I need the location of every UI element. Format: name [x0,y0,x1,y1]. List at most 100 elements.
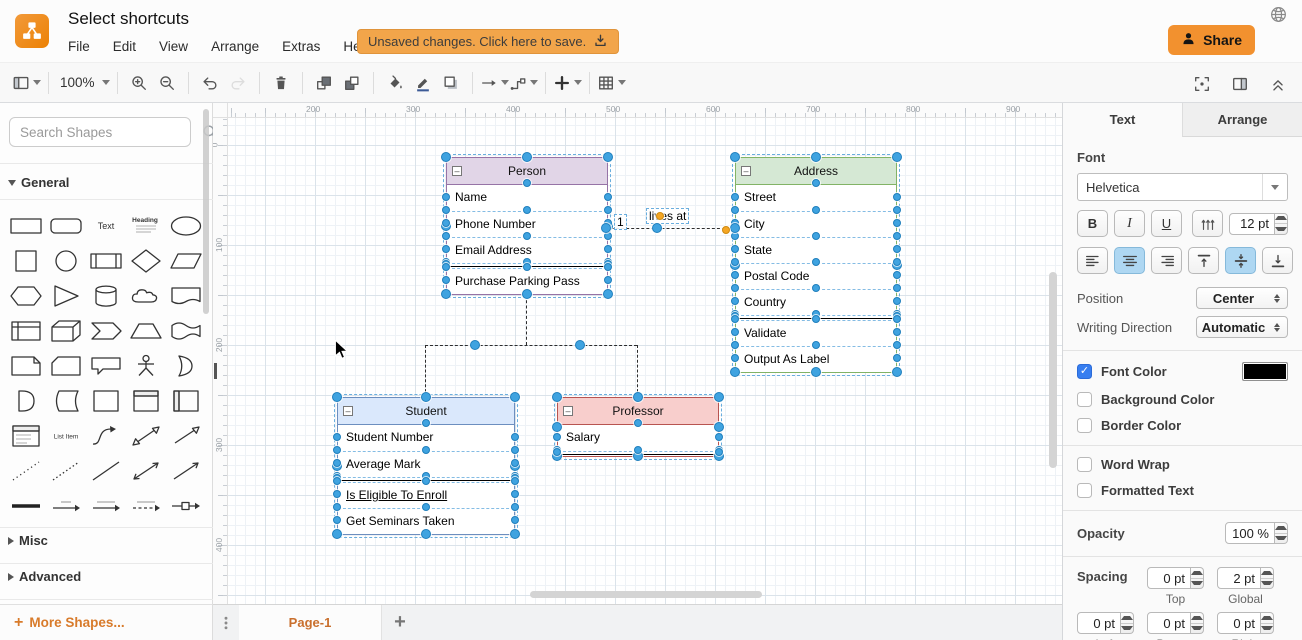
italic-button[interactable]: I [1114,210,1145,237]
spacing-stepper[interactable] [1191,612,1204,634]
selection-handle[interactable] [893,328,901,336]
border-color-checkbox[interactable] [1077,418,1092,433]
selection-handle[interactable] [333,446,341,454]
dashed-line-shape[interactable] [46,453,86,488]
opacity-stepper[interactable] [1275,522,1288,544]
selection-handle[interactable] [893,315,901,323]
selection-handle[interactable] [511,446,519,454]
selection-handle[interactable] [812,258,820,266]
spacing-stepper[interactable] [1121,612,1134,634]
selection-handle[interactable] [893,193,901,201]
selection-handle[interactable] [522,152,532,162]
selection-handle[interactable] [811,152,821,162]
link-shape[interactable] [6,488,46,523]
selection-handle[interactable] [553,433,561,441]
selection-handle[interactable] [731,245,739,253]
selection-handle[interactable] [633,392,643,402]
pages-menu-icon[interactable] [213,605,239,640]
selection-handle[interactable] [523,179,531,187]
selection-handle[interactable] [421,529,431,539]
dotted-line-shape[interactable] [6,453,46,488]
bidirectional-connector-shape[interactable] [126,453,166,488]
vertical-container-shape[interactable] [126,383,166,418]
insert-button[interactable] [553,68,582,98]
selection-handle[interactable] [552,421,562,432]
selection-handle[interactable] [442,219,450,227]
selection-handle[interactable] [441,152,451,162]
waypoints-button[interactable] [509,68,538,98]
selection-handle[interactable] [333,477,341,485]
arrow-label-2-shape[interactable] [86,488,126,523]
selection-handle[interactable] [634,419,642,427]
table-button[interactable] [597,68,626,98]
drawio-logo-icon[interactable] [15,14,49,48]
selection-handle[interactable] [421,392,431,402]
selection-handle[interactable] [422,419,430,427]
hexagon-shape[interactable] [6,278,46,313]
selection-handle[interactable] [893,206,901,214]
collapse-icon[interactable]: – [741,165,751,176]
selection-handle[interactable] [442,232,450,240]
trapezoid-shape[interactable] [126,313,166,348]
selection-handle[interactable] [893,219,901,227]
selection-handle[interactable] [893,245,901,253]
search-shapes-input[interactable] [10,124,201,140]
selection-handle[interactable] [523,206,531,214]
selection-handle[interactable] [731,328,739,336]
selection-handle[interactable] [604,276,612,284]
selection-handle[interactable] [892,152,902,162]
selection-handle[interactable] [522,289,532,299]
shadow-button[interactable] [437,68,465,98]
edge-segment[interactable] [425,345,637,346]
callout-shape[interactable] [86,348,126,383]
entity-row[interactable]: Street [744,190,777,204]
and-shape[interactable] [6,383,46,418]
font-family-select[interactable]: Helvetica [1077,173,1288,201]
redo-button[interactable] [224,68,252,98]
spacing-bottom-input[interactable] [1147,612,1191,634]
font-size-stepper[interactable] [1275,212,1288,235]
to-front-button[interactable] [310,68,338,98]
rounded-rectangle-shape[interactable] [46,208,86,243]
selection-handle[interactable] [731,284,739,292]
more-shapes-button[interactable]: + More Shapes... [0,604,213,640]
selection-handle[interactable] [601,223,611,233]
selection-handle[interactable] [442,263,450,271]
word-wrap-checkbox[interactable] [1077,457,1092,472]
edge-multiplicity-label[interactable]: 1 [614,214,627,230]
selection-handle[interactable] [714,421,724,432]
edge-segment[interactable] [526,295,527,345]
selection-handle[interactable] [332,529,342,539]
spacing-left-input[interactable] [1077,612,1121,634]
selection-handle[interactable] [575,340,585,350]
entity-row[interactable]: Name [455,190,488,204]
tab-text[interactable]: Text [1063,103,1182,137]
undo-button[interactable] [196,68,224,98]
parallelogram-shape[interactable] [166,243,206,278]
list-item-shape[interactable]: List Item [46,418,86,453]
selection-handle[interactable] [730,152,740,162]
align-left-button[interactable] [1077,247,1108,274]
selection-handle[interactable] [511,459,519,467]
note-shape[interactable] [6,348,46,383]
line-color-button[interactable] [409,68,437,98]
selection-handle[interactable] [511,516,519,524]
selection-handle[interactable] [634,446,642,454]
selection-handle[interactable] [333,490,341,498]
valign-top-button[interactable] [1188,247,1219,274]
font-color-checkbox[interactable]: ✓ [1077,364,1092,379]
bold-button[interactable]: B [1077,210,1108,237]
internal-storage-shape[interactable] [6,313,46,348]
selection-handle[interactable] [441,289,451,299]
line-shape[interactable] [86,453,126,488]
sidebar-resize-handle[interactable] [214,363,217,379]
vertical-text-button[interactable] [1192,210,1223,237]
selection-handle[interactable] [731,354,739,362]
selection-handle[interactable] [731,232,739,240]
edge-segment[interactable] [637,345,638,397]
selection-handle[interactable] [511,503,519,511]
selection-handle[interactable] [603,152,613,162]
spacing-global-input[interactable] [1217,567,1261,589]
